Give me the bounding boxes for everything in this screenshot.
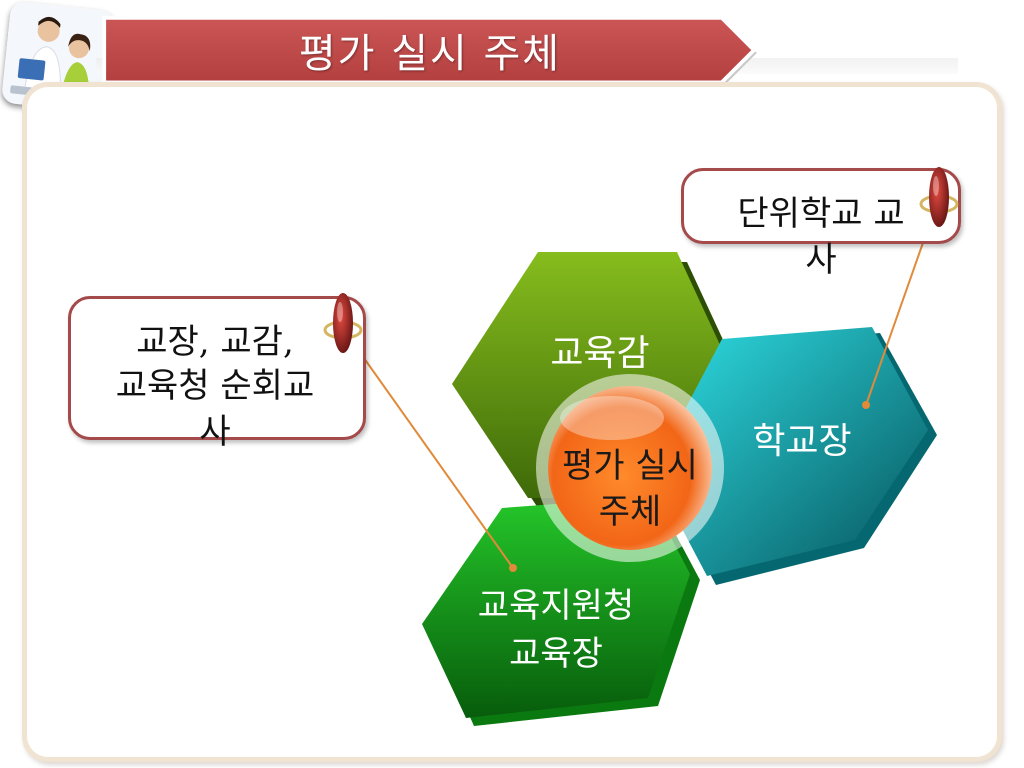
page-title: 평가 실시 주체: [298, 31, 562, 77]
callout-right-line1: 단위학교 교: [737, 194, 905, 234]
callout-left-line1: 교장, 교감,: [136, 322, 294, 362]
callout-left: [68, 296, 366, 440]
callout-left-line2: 교육청 순회교: [115, 366, 315, 406]
hexagon-right[interactable]: [652, 327, 937, 585]
hexagon-bottom-label-line2: 교육장: [509, 634, 603, 674]
hexagon-top-label: 교육감: [550, 333, 650, 374]
left-connector-line: [343, 329, 514, 569]
hexagon-bottom-label-line1: 교육지원청: [477, 586, 635, 626]
hexagon-right-label: 학교장: [752, 421, 852, 462]
pin-icon: [919, 167, 959, 227]
pin-icon: [323, 293, 363, 353]
left-connector-dot: [509, 564, 517, 572]
callout-right: [681, 168, 961, 244]
title-banner: [102, 15, 757, 86]
center-label-line1: 평가 실시: [562, 446, 698, 486]
right-connector-dot: [862, 401, 870, 409]
center-label-line2: 주체: [598, 492, 662, 532]
callout-right-line2: 사: [805, 240, 837, 280]
center-circle[interactable]: [536, 374, 724, 562]
callout-left-line3: 사: [199, 412, 231, 452]
